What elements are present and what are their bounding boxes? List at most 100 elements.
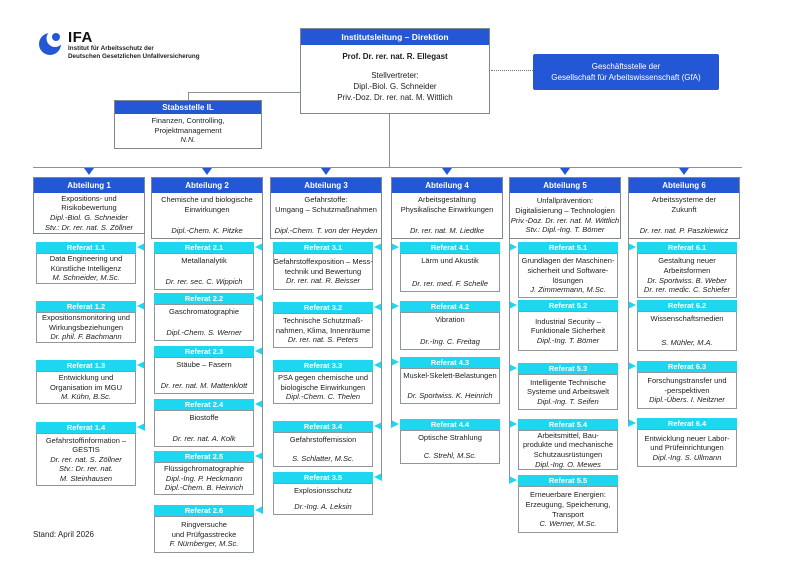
- department-title-line: Einwirkungen: [184, 204, 230, 214]
- referat-title-line: Erneuerbare Energien:: [530, 490, 606, 500]
- referat-title: Forschungstransfer und-perspektiven: [647, 376, 726, 395]
- department-name: Dr. rer. nat. P. Paszkiewicz: [639, 226, 729, 236]
- referat-name: Dr. Sportwiss. B. Weber: [647, 275, 727, 285]
- referat-name: C. Strehl, M.Sc.: [423, 451, 477, 461]
- department-title-line: Chemische und biologische: [161, 195, 253, 204]
- referat-name: C. Werner, M.Sc.: [539, 519, 597, 529]
- institutsleitung-header: Institutsleitung – Direktion: [301, 29, 489, 45]
- department-name: Dr. rer. nat. M. Liedtke: [409, 226, 485, 236]
- referat-title: Erneuerbare Energien:Erzeugung, Speicher…: [526, 490, 611, 519]
- referat-title-line: Arbeitsmittel, Bau-: [537, 430, 599, 440]
- referat-header: Referat 5.2: [518, 300, 618, 311]
- referat-header: Referat 5.1: [518, 242, 618, 253]
- referat-title-line: Organisation im MGU: [49, 382, 123, 392]
- referat-title: Vibration: [435, 315, 464, 325]
- department-name: Dipl.-Biol. G. Schneider: [50, 213, 128, 222]
- referat-title: Technische Schutzmaß-nahmen, Klima, Inne…: [276, 316, 370, 335]
- referat-header: Referat 3.2: [273, 302, 373, 313]
- referat-title: Muskel-Skelett-Belastungen: [403, 371, 496, 381]
- institutsleitung-box: Institutsleitung – Direktion Prof. Dr. r…: [300, 28, 490, 114]
- referat-name: Dipl.-Ing. P. Heckmann: [165, 473, 243, 483]
- department-name: Dipl.-Chem. K. Pitzke: [171, 226, 243, 236]
- referat-title-line: Biostoffe: [189, 413, 219, 422]
- referat-header: Referat 6.2: [637, 300, 737, 311]
- department-referat-line: [262, 239, 263, 510]
- referat-connector-arrow-icon: [391, 358, 399, 366]
- referat-connector-arrow-icon: [255, 506, 263, 514]
- referat-name: Dr.-Ing. C. Freitag: [420, 337, 480, 347]
- referat-header: Referat 1.4: [36, 422, 136, 433]
- referat-connector-arrow-icon: [374, 303, 382, 311]
- referat-names: Dipl.-Ing. S. Ullmann: [653, 453, 722, 463]
- referat-title-line: Expositionsmonitoring und: [42, 313, 130, 323]
- department-arrow-icon: [679, 168, 689, 175]
- referat-title-line: Technische Schutzmaß-: [282, 316, 364, 326]
- department-referat-line: [391, 239, 392, 424]
- referat-title-line: produkte und mechanische: [522, 440, 614, 450]
- referat-connector-arrow-icon: [628, 362, 636, 370]
- referat-name: Stv.: Dr. rer. nat.: [59, 464, 113, 474]
- referat-header: Referat 3.5: [273, 472, 373, 483]
- referat-header: Referat 2.2: [154, 293, 254, 304]
- referat-header: Referat 2.3: [154, 346, 254, 357]
- referat-connector-arrow-icon: [374, 361, 382, 369]
- referat-title: Gefahrstoffexposition – Mess-technik und…: [273, 257, 373, 276]
- department-referat-line: [628, 239, 629, 423]
- department-name: Priv.-Doz. Dr. rer. nat. M. Wittlich: [510, 215, 620, 225]
- referat-title-line: Lärm und Akustik: [421, 256, 479, 265]
- referat-names: Dipl.-Chem. S. Werner: [166, 328, 241, 338]
- referat-title-line: Funktionale Sicherheit: [530, 326, 606, 336]
- referat-name: Dr. Sportwiss. K. Heinrich: [407, 391, 493, 401]
- referat-title: Gefahrstoffemission: [290, 435, 357, 445]
- department-title-line: Digitalisierung – Technologien: [515, 205, 615, 215]
- referat-title: Grundlagen der Maschinen-sicherheit und …: [522, 256, 615, 285]
- referat-connector-arrow-icon: [391, 420, 399, 428]
- department-title-line: Unfallprävention:: [536, 196, 594, 205]
- referat-names: Dr. rer. nat. R. Beisser: [286, 276, 360, 286]
- referat-names: Dr. phil. F. Bachmann: [50, 332, 121, 342]
- referat-connector-arrow-icon: [628, 419, 636, 427]
- referat-title-line: Gaschromatographie: [168, 307, 240, 316]
- referat-connector-arrow-icon: [137, 423, 145, 431]
- referat-name: Dipl.-Ing. T. Seifen: [537, 396, 599, 406]
- referat-names: Dipl.-Ing. O. Mewes: [535, 460, 601, 470]
- referat-title-line: -perspektiven: [664, 385, 710, 395]
- department-title-line: Arbeitssysteme der: [651, 195, 717, 204]
- referat-title-line: Stäube – Fasern: [176, 360, 232, 369]
- referat-names: S. Mühler, M.A.: [661, 338, 712, 348]
- department-header: Abteilung 3: [271, 178, 381, 193]
- stabsstelle-box: Stabsstelle IL Finanzen, Controlling, Pr…: [114, 100, 262, 149]
- department-header: Abteilung 5: [510, 178, 620, 193]
- logo-subtitle-line2: Deutschen Gesetzlichen Unfallversicherun…: [68, 53, 200, 61]
- referat-title: Lärm und Akustik: [421, 256, 479, 266]
- gfa-box: Geschäftsstelle der Gesellschaft für Arb…: [533, 54, 719, 90]
- department-box: Abteilung 5 Unfallprävention:Digitalisier…: [509, 177, 621, 239]
- referat-names: Dr. rer. sec. C. Wippich: [166, 277, 243, 287]
- referat-names: Dipl.-Ing. T. Seifen: [537, 397, 598, 407]
- department-column-5: Abteilung 5 Unfallprävention:Digitalisier…: [509, 177, 621, 533]
